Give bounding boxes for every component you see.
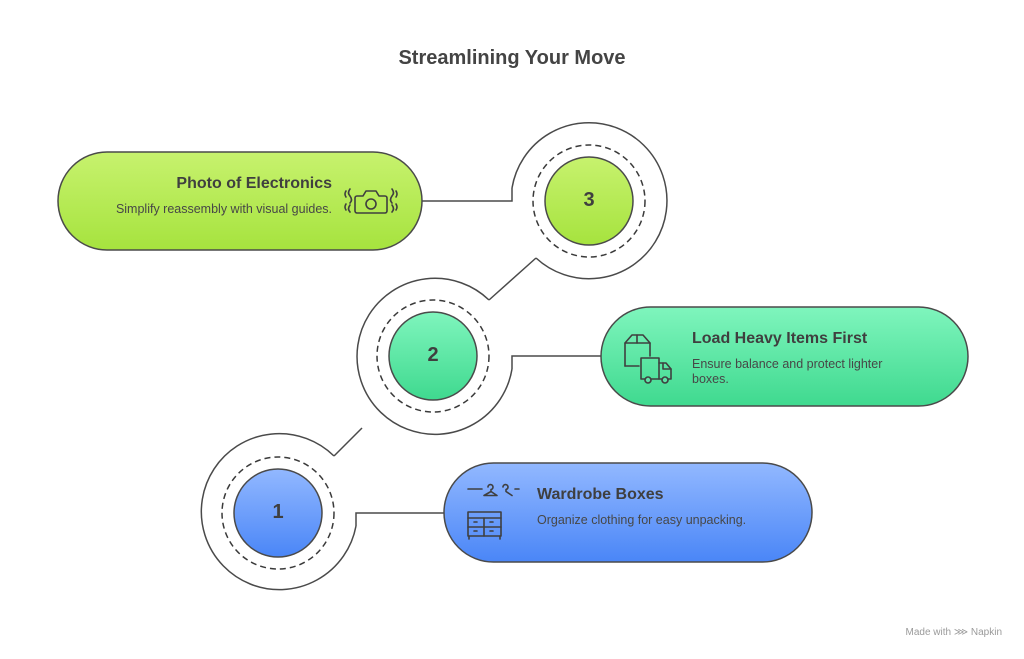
box-truck-icon [624,334,672,384]
step-3-circle [544,156,634,246]
step-3-title: Photo of Electronics [176,175,332,192]
step-2-text: Load Heavy Items First Ensure balance an… [692,330,922,387]
step-1-number: 1 [272,501,284,523]
connector-2-to-1 [333,427,363,457]
step-2-circle [388,311,478,401]
dashed-ring-3 [532,144,646,258]
step-3-card [57,151,423,251]
dashed-ring-2 [376,299,490,413]
step-2-title: Load Heavy Items First [692,330,868,347]
step-3-text: Photo of Electronics Simplify reassembly… [110,175,332,217]
ring-1-outline [200,432,357,591]
step-1-description: Organize clothing for easy unpacking. [537,513,747,527]
connector-1-to-pill [355,512,444,526]
connector-3-to-2 [488,257,537,301]
hangers-dresser-icon [467,483,520,540]
step-2-number: 2 [427,344,439,366]
ring-2-outline [356,277,513,436]
step-1-card [443,462,813,563]
connector-2-to-pill [511,355,601,369]
vibrating-camera-icon [344,188,398,214]
step-2-description: Ensure balance and protect lighter boxes… [692,357,883,386]
dashed-ring-1 [221,456,335,570]
connector-paths [200,121,668,591]
ring-3-outline [511,121,668,280]
step-1-text: Wardrobe Boxes Organize clothing for eas… [537,486,797,528]
step-3-number: 3 [583,189,595,211]
dashed-rings [221,144,646,570]
napkin-watermark: Made with ⋙ Napkin [905,627,1002,638]
step-2-card [600,306,969,407]
step-1-circle [233,468,323,558]
step-3-description: Simplify reassembly with visual guides. [115,202,332,216]
diagram-title: Streamlining Your Move [398,47,626,69]
step-1-title: Wardrobe Boxes [537,486,664,503]
connector-3-to-pill [422,188,513,202]
